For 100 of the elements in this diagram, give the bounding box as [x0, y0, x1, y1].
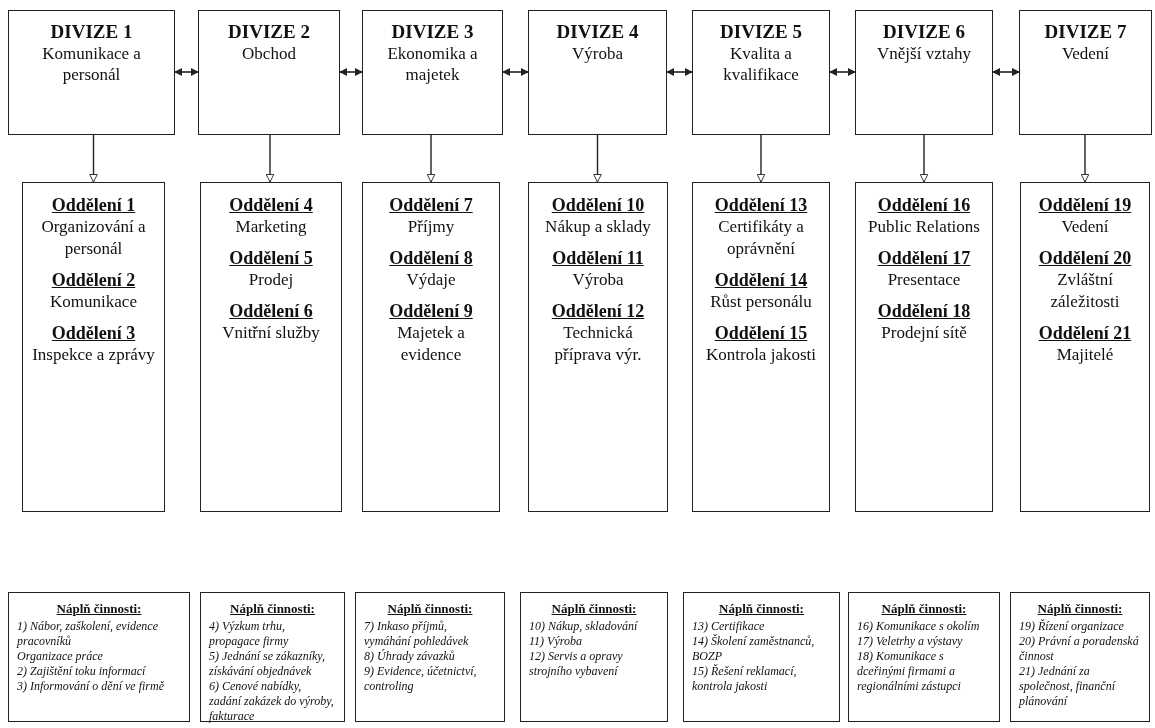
department-box — [362, 182, 500, 512]
division-name: Vedení — [1060, 43, 1111, 65]
activity-heading: Náplň činnosti: — [551, 601, 637, 617]
arrow — [593, 134, 602, 183]
department-heading: Oddělení 3 — [51, 323, 136, 345]
arrow — [829, 68, 856, 76]
department-box — [22, 182, 165, 512]
department-name: Kontrola jakosti — [705, 344, 817, 367]
department-name: Růst personálu — [709, 291, 813, 314]
division-name: Ekonomika a majetek — [386, 43, 479, 86]
activity-heading: Náplň činnosti: — [719, 601, 804, 617]
department-heading: Oddělení 20 — [1038, 248, 1132, 270]
activity-heading: Náplň činnosti: — [387, 601, 473, 617]
activity-item: 14) Školení zaměstnanců, BOZP — [692, 634, 816, 664]
division-title: DIVIZE 3 — [391, 21, 474, 43]
department-name: Organizování a personál — [40, 216, 147, 261]
arrow — [666, 68, 693, 76]
arrow — [1080, 134, 1090, 183]
department-heading: Oddělení 11 — [552, 248, 644, 270]
activity-item: 4) Výzkum trhu, propagace firmy — [209, 619, 290, 649]
activity-item: Organizace práce — [17, 649, 104, 664]
department-heading: Oddělení 6 — [229, 301, 313, 323]
department-heading: Oddělení 7 — [389, 195, 473, 216]
arrow — [265, 134, 275, 183]
activity-item: 12) Servis a opravy strojního vybavení — [529, 649, 624, 679]
activity-item: 17) Veletrhy a výstavy — [857, 634, 964, 649]
activity-item: 21) Jednání za společnost, finanční plánování — [1019, 664, 1117, 709]
department-name: Zvláštní záležitosti — [1049, 269, 1121, 314]
arrow — [502, 68, 529, 76]
department-name: Presentace — [886, 269, 962, 292]
division-title: DIVIZE 7 — [1044, 21, 1127, 43]
division-box — [8, 10, 175, 135]
department-heading: Oddělení 10 — [551, 195, 645, 216]
department-heading: Oddělení 19 — [1038, 195, 1132, 216]
arrow — [89, 134, 98, 183]
division-box — [198, 10, 340, 135]
department-box — [200, 182, 342, 512]
activity-item: 2) Zajištění toku informací — [17, 664, 147, 679]
department-name: Majitelé — [1055, 344, 1115, 367]
department-name: Komunikace — [49, 291, 138, 314]
activity-heading: Náplň činnosti: — [881, 601, 967, 617]
activity-item: 15) Řešení reklamací, kontrola jakosti — [692, 664, 798, 694]
activity-item: 19) Řízení organizace — [1019, 619, 1125, 634]
division-title: DIVIZE 4 — [556, 21, 639, 43]
activity-item: 20) Právní a poradenská činnost — [1019, 634, 1140, 664]
department-name: Nákup a sklady — [544, 216, 652, 238]
activity-item: 11) Výroba — [529, 634, 583, 649]
activity-box — [355, 592, 505, 722]
activity-box — [848, 592, 1000, 722]
department-heading: Oddělení 2 — [51, 270, 136, 292]
department-heading: Oddělení 8 — [389, 248, 473, 270]
activity-box — [520, 592, 668, 722]
department-heading: Oddělení 14 — [714, 270, 808, 292]
arrow — [756, 134, 766, 183]
arrow — [426, 134, 436, 183]
department-name: Marketing — [234, 216, 308, 238]
activity-item: 8) Úhrady závazků — [364, 649, 456, 664]
arrow — [992, 68, 1020, 76]
arrow — [919, 134, 929, 183]
activity-item: 5) Jednání se zákazníky, získávání objednávek — [209, 649, 326, 679]
activity-item: 13) Certifikace — [692, 619, 766, 634]
division-title: DIVIZE 5 — [720, 21, 802, 43]
arrow — [174, 68, 199, 76]
activity-item: 16) Komunikace s okolím — [857, 619, 981, 634]
activity-item: 6) Cenové nabídky, zadání zakázek do výroby, fakturace — [209, 679, 335, 724]
department-name: Výdaje — [405, 269, 457, 292]
activity-item: 7) Inkaso příjmů, vymáhání pohledávek — [364, 619, 470, 649]
activity-heading: Náplň činnosti: — [1037, 601, 1123, 617]
department-heading: Oddělení 16 — [877, 195, 971, 216]
department-heading: Oddělení 17 — [877, 248, 971, 270]
department-box — [1020, 182, 1150, 512]
division-title: DIVIZE 1 — [50, 21, 133, 43]
department-heading: Oddělení 5 — [229, 248, 313, 270]
activity-item: 9) Evidence, účetnictví, controling — [364, 664, 478, 694]
department-name: Technická příprava výr. — [553, 322, 643, 367]
department-heading: Oddělení 12 — [551, 301, 645, 323]
department-box — [692, 182, 830, 512]
arrow — [339, 68, 363, 76]
department-heading: Oddělení 15 — [714, 323, 808, 345]
department-box — [855, 182, 993, 512]
division-name: Komunikace a personál — [41, 43, 142, 86]
activity-heading: Náplň činnosti: — [230, 601, 315, 617]
department-name: Certifikáty a oprávnění — [717, 216, 805, 261]
department-heading: Oddělení 21 — [1038, 323, 1132, 345]
department-heading: Oddělení 13 — [714, 195, 808, 216]
department-name: Vnitřní služby — [221, 322, 321, 345]
department-heading: Oddělení 18 — [877, 301, 971, 323]
activity-box — [1010, 592, 1150, 722]
department-name: Příjmy — [406, 216, 456, 238]
department-name: Public Relations — [867, 216, 981, 238]
department-heading: Oddělení 4 — [229, 195, 313, 216]
division-box — [362, 10, 503, 135]
activity-item: 18) Komunikace s dceřinými firmami a regionálními zástupci — [857, 649, 962, 694]
department-name: Vedení — [1060, 216, 1110, 238]
department-name: Prodejní sítě — [880, 322, 968, 345]
department-name: Inspekce a zprávy — [31, 344, 156, 367]
division-box — [692, 10, 830, 135]
department-name: Prodej — [247, 269, 295, 292]
department-name: Výroba — [571, 269, 625, 292]
division-box — [855, 10, 993, 135]
